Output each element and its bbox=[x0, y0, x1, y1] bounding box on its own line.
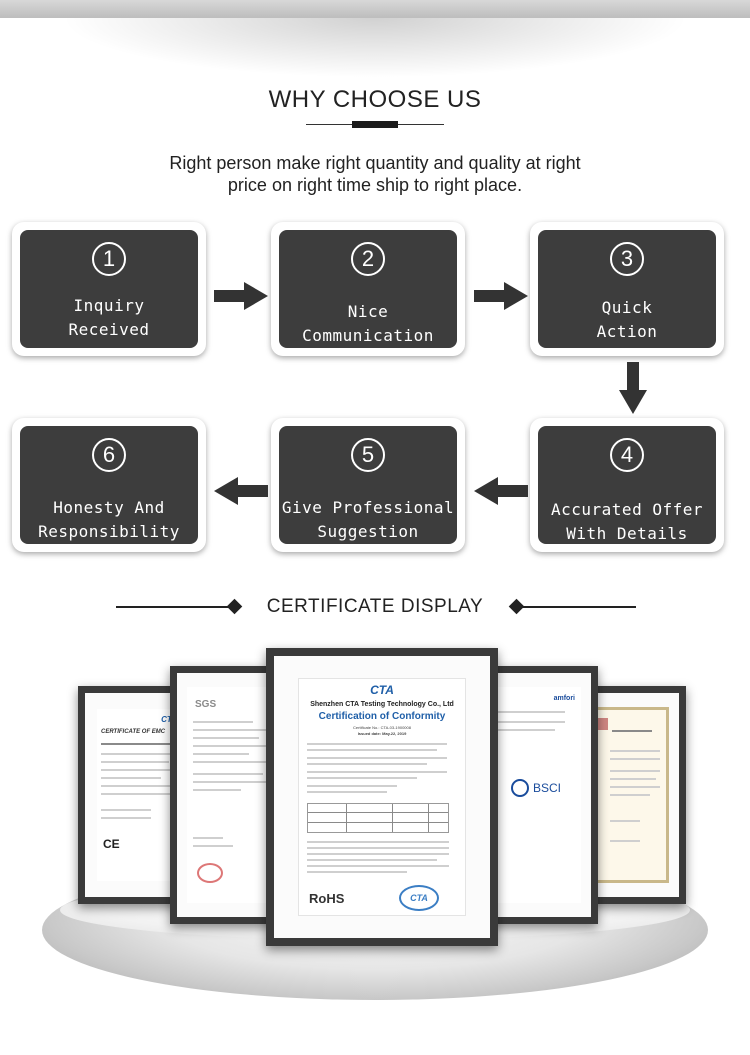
step-card-4: 4 Accurated Offer With Details bbox=[530, 418, 724, 552]
amfori-logo: amfori bbox=[553, 695, 575, 702]
arrow-right-icon bbox=[474, 282, 528, 310]
rohs-mark: RoHS bbox=[309, 891, 345, 906]
step-number-badge: 3 bbox=[610, 242, 644, 276]
cta-company-name: Shenzhen CTA Testing Technology Co., Ltd bbox=[310, 701, 454, 708]
issued-date: Issued date: May.22, 2019 bbox=[357, 731, 407, 736]
step-label: Nice Communication bbox=[302, 302, 434, 345]
title-underline-accent bbox=[352, 121, 398, 128]
sgs-stamp-icon bbox=[197, 863, 223, 883]
arrow-left-icon bbox=[214, 477, 268, 505]
top-banner-bar bbox=[0, 0, 750, 18]
step-card-3: 3 Quick Action bbox=[530, 222, 724, 356]
certificate-frame-sgs: SGS bbox=[170, 666, 282, 924]
step-number-badge: 6 bbox=[92, 438, 126, 472]
cert-heading-line-right bbox=[518, 606, 636, 608]
step-card-1: 1 Inquiry Received bbox=[12, 222, 206, 356]
certificate-number: Certificate No.: CTA-03-1900008 bbox=[353, 725, 411, 730]
step-card-2: 2 Nice Communication bbox=[271, 222, 465, 356]
sgs-certificate: SGS bbox=[187, 687, 269, 903]
registration-certificate bbox=[587, 707, 669, 883]
cta-logo: CTA bbox=[161, 715, 177, 724]
step-card-body: 4 Accurated Offer With Details bbox=[538, 426, 716, 544]
certificate-title: Certification of Conformity bbox=[318, 711, 446, 722]
emc-certificate: CTA CERTIFICATE OF EMC CE bbox=[97, 709, 183, 881]
arrow-down-icon bbox=[619, 362, 647, 414]
step-number-badge: 2 bbox=[351, 242, 385, 276]
cta-logo: CTA bbox=[370, 683, 394, 697]
certificate-frame-rohs: CTA Shenzhen CTA Testing Technology Co.,… bbox=[266, 648, 498, 946]
step-label: Quick Action bbox=[596, 298, 658, 341]
emc-certificate-title: CERTIFICATE OF EMC bbox=[101, 729, 166, 735]
why-choose-us-title: WHY CHOOSE US bbox=[268, 86, 482, 113]
step-card-body: 1 Inquiry Received bbox=[20, 230, 198, 348]
step-card-6: 6 Honesty And Responsibility bbox=[12, 418, 206, 552]
step-number-badge: 4 bbox=[610, 438, 644, 472]
tagline-line-2: price on right time ship to right place. bbox=[227, 175, 523, 195]
arrow-left-icon bbox=[474, 477, 528, 505]
bsci-certificate: amfori BSCI bbox=[489, 687, 581, 903]
standards-table bbox=[307, 803, 449, 833]
step-label: Give Professional Suggestion bbox=[281, 498, 455, 541]
step-label: Accurated Offer With Details bbox=[551, 500, 703, 543]
step-card-body: 2 Nice Communication bbox=[279, 230, 457, 348]
rohs-certificate: CTA Shenzhen CTA Testing Technology Co.,… bbox=[298, 678, 466, 916]
bsci-mark: BSCI bbox=[533, 781, 562, 795]
ce-mark: CE bbox=[103, 837, 120, 851]
step-label: Inquiry Received bbox=[68, 296, 150, 339]
step-number-badge: 1 bbox=[92, 242, 126, 276]
top-banner-shadow bbox=[60, 18, 690, 78]
step-number-badge: 5 bbox=[351, 438, 385, 472]
step-card-body: 3 Quick Action bbox=[538, 230, 716, 348]
cta-stamp: CTA bbox=[399, 885, 439, 911]
sgs-logo: SGS bbox=[195, 699, 217, 710]
step-label: Honesty And Responsibility bbox=[38, 498, 180, 541]
step-card-5: 5 Give Professional Suggestion bbox=[271, 418, 465, 552]
cert-heading-line-left bbox=[116, 606, 232, 608]
step-card-body: 6 Honesty And Responsibility bbox=[20, 426, 198, 544]
step-card-body: 5 Give Professional Suggestion bbox=[279, 426, 457, 544]
arrow-right-icon bbox=[214, 282, 268, 310]
tagline-line-1: Right person make right quantity and qua… bbox=[169, 153, 581, 173]
bsci-logo-icon bbox=[511, 779, 529, 797]
certificate-display-title: CERTIFICATE DISPLAY bbox=[266, 596, 484, 617]
